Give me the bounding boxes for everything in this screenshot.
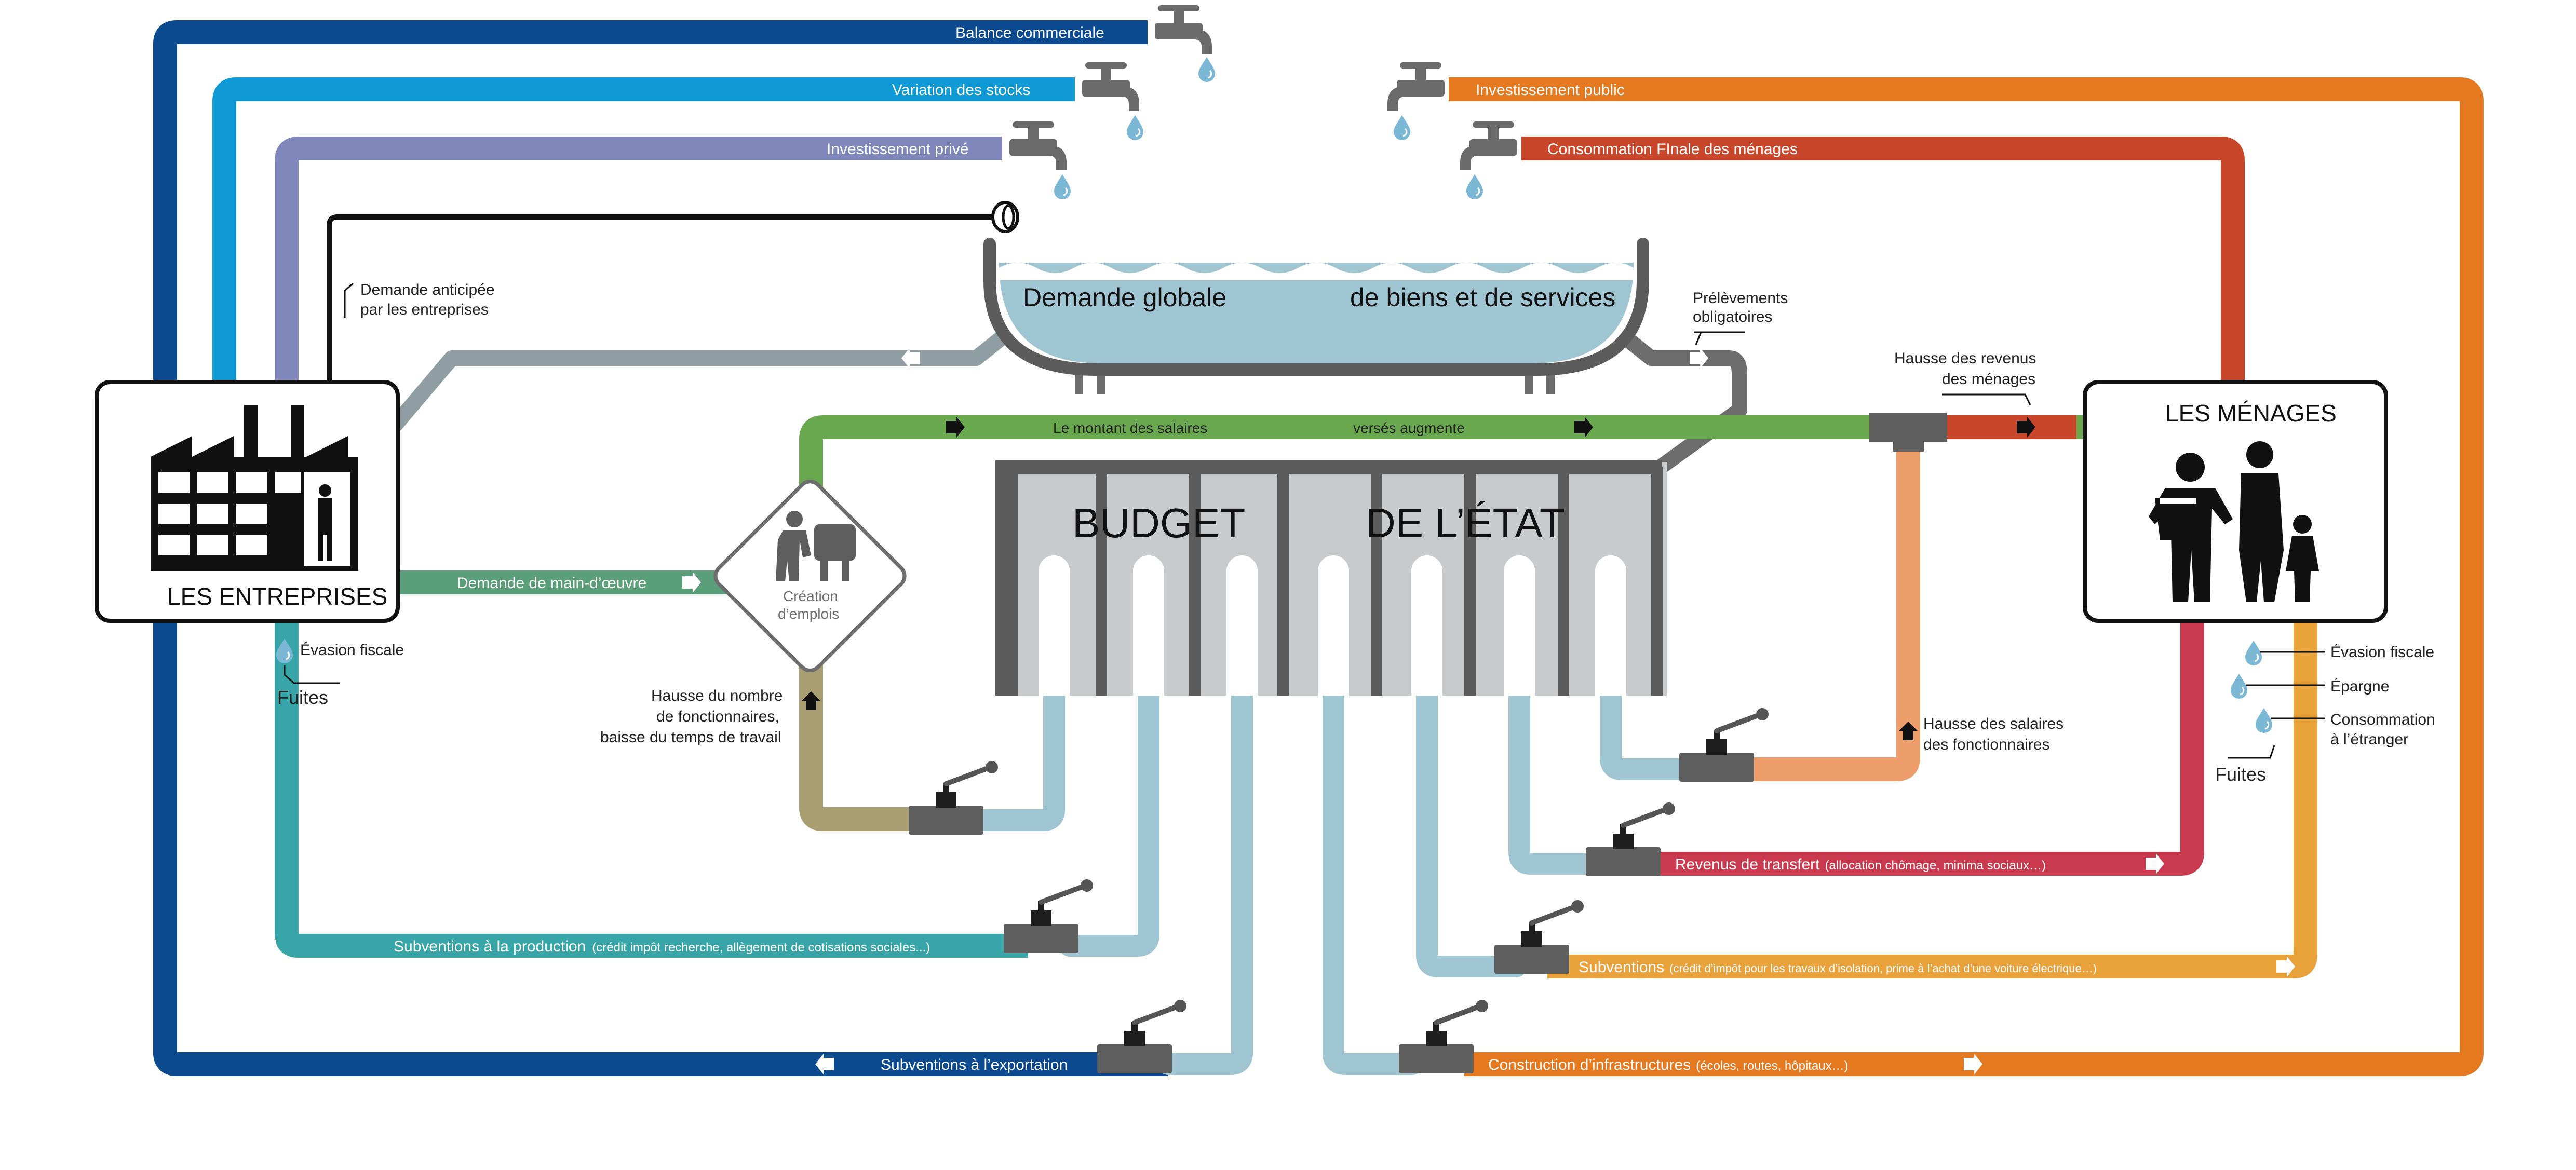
water-drop-icon <box>2244 640 2263 666</box>
revenus-transfert-detail: (allocation chômage, minima sociaux…) <box>1825 859 2046 873</box>
budget-outflow-pipes <box>965 555 1709 1075</box>
pipe-revenus-transfert <box>1636 623 2204 876</box>
annotation-demande-anticipee-1: Demande anticipée <box>360 281 495 298</box>
infrastructures-main: Construction d’infrastructures <box>1488 1056 1691 1073</box>
annotation-prelevements-2: obligatoires <box>1693 308 1772 325</box>
label-consommation-finale: Consommation FInale des ménages <box>1547 141 1798 158</box>
budget-label-right: DE L’ÉTAT <box>1366 500 1565 546</box>
family-icon <box>2149 441 2319 602</box>
factory-icon <box>151 405 358 571</box>
callout-line <box>2228 745 2275 759</box>
revenus-transfert-main: Revenus de transfert <box>1675 856 1820 873</box>
annotation-hausse-revenus-1: Hausse des revenus <box>1894 350 2036 367</box>
annotation-evasion-entreprises: Évasion fiscale <box>300 642 404 659</box>
pipe-prelevements <box>1620 331 1747 484</box>
hose-demande-anticipee <box>327 214 1002 498</box>
hose-reel-icon <box>991 201 1019 233</box>
tank-label-right: de biens et de services <box>1350 283 1615 312</box>
infrastructures-detail: (écoles, routes, hôpitaux…) <box>1696 1059 1848 1073</box>
annotation-evasion-menages: Évasion fiscale <box>2330 644 2434 661</box>
subv-production-main: Subventions à la production <box>394 938 586 955</box>
tank-label-left: Demande globale <box>1023 283 1226 312</box>
annotation-conso-etranger-2: à l’étranger <box>2330 731 2408 748</box>
households-title: LES MÉNAGES <box>2165 400 2337 427</box>
subventions-detail: (crédit d’impôt pour les travaux d’isola… <box>1669 962 2097 975</box>
job-creation-node: Création d’emplois <box>713 480 907 673</box>
pipe-consommation-finale <box>1521 137 2245 384</box>
faucet-icon <box>1155 5 1212 54</box>
subventions-main: Subventions <box>1579 959 1664 976</box>
annotation-hausse-nombre-2: de fonctionnaires, <box>656 708 779 725</box>
callout-line <box>1942 393 2031 405</box>
callout-line <box>344 282 354 318</box>
water-drop-icon <box>1126 114 1144 141</box>
label-subv-production: Subventions à la production (crédit impôt… <box>394 938 930 955</box>
pipe-tank-to-firms <box>388 331 1007 431</box>
label-revenus-transfert: Revenus de transfert (allocation chômage,… <box>1675 856 2046 873</box>
label-variation-stocks: Variation des stocks <box>892 81 1030 99</box>
demand-tank: Demande globale de biens et de services <box>983 238 1649 394</box>
label-investissement-prive: Investissement privé <box>827 141 968 158</box>
pipe-salaires-fonctionnaires <box>1734 427 1920 781</box>
annotation-demande-anticipee-2: par les entreprises <box>360 301 489 318</box>
annotation-fuites-menages: Fuites <box>2215 764 2266 785</box>
firms-box: LES ENTREPRISES <box>95 380 400 623</box>
water-drop-icon <box>1465 173 1484 200</box>
faucet-icon <box>1387 62 1445 111</box>
state-budget: BUDGET DE L’ÉTAT <box>995 460 1667 696</box>
annotation-hausse-nombre-3: baisse du temps de travail <box>600 729 781 746</box>
worker-icon <box>776 511 856 581</box>
label-main-oeuvre: Demande de main-d’œuvre <box>457 575 646 592</box>
arrow-icon <box>258 935 276 956</box>
label-balance-commerciale: Balance commerciale <box>955 24 1104 42</box>
water-drop-icon <box>2255 707 2273 734</box>
pipe-fonctionnaires <box>799 571 935 831</box>
label-investissement-public: Investissement public <box>1476 81 1625 99</box>
households-box: LES MÉNAGES <box>2083 380 2388 623</box>
budget-label-left: BUDGET <box>1072 500 1245 546</box>
subv-production-detail: (crédit impôt recherche, allègement de c… <box>592 941 930 955</box>
faucet-icon <box>1009 121 1067 170</box>
annotation-prelevements-1: Prélèvements <box>1693 290 1788 307</box>
annotation-hausse-nombre-1: Hausse du nombre <box>651 687 783 704</box>
faucet-icon <box>1460 121 1517 170</box>
label-infrastructures: Construction d’infrastructures (écoles, r… <box>1488 1056 1849 1073</box>
annotation-hausse-revenus-2: des ménages <box>1942 371 2035 388</box>
pipe-investissement-public <box>1449 77 2484 1076</box>
pipe-investissement-prive <box>275 137 1002 384</box>
water-drop-icon <box>2230 673 2248 700</box>
pipe-variation-stocks <box>212 77 1075 384</box>
label-subventions: Subventions (crédit d’impôt pour les trav… <box>1579 959 2097 976</box>
annotation-hausse-salaires-1: Hausse des salaires <box>1923 715 2064 732</box>
annotation-conso-etranger-1: Consommation <box>2330 711 2435 728</box>
water-drop-icon <box>1053 173 1072 200</box>
annotation-hausse-salaires-2: des fonctionnaires <box>1923 736 2050 753</box>
creation-label-2: d’emplois <box>778 606 839 622</box>
creation-label-1: Création <box>783 588 838 604</box>
label-salaires-2: versés augmente <box>1353 420 1465 436</box>
pipe-salaires <box>799 415 2103 571</box>
tee-junction <box>1869 413 1947 452</box>
firms-title: LES ENTREPRISES <box>167 583 387 610</box>
faucet-icon <box>1082 62 1139 111</box>
water-drop-icon <box>1393 114 1411 141</box>
callout-line <box>1694 331 1745 345</box>
pipe-subv-production <box>275 623 1028 958</box>
annotation-epargne: Épargne <box>2330 678 2389 695</box>
water-drop-icon <box>1197 56 1216 83</box>
callout-line <box>284 665 340 684</box>
label-salaires-1: Le montant des salaires <box>1053 420 1207 436</box>
label-subv-export: Subventions à l’exportation <box>881 1056 1068 1073</box>
annotation-fuites-entreprises: Fuites <box>277 687 328 708</box>
